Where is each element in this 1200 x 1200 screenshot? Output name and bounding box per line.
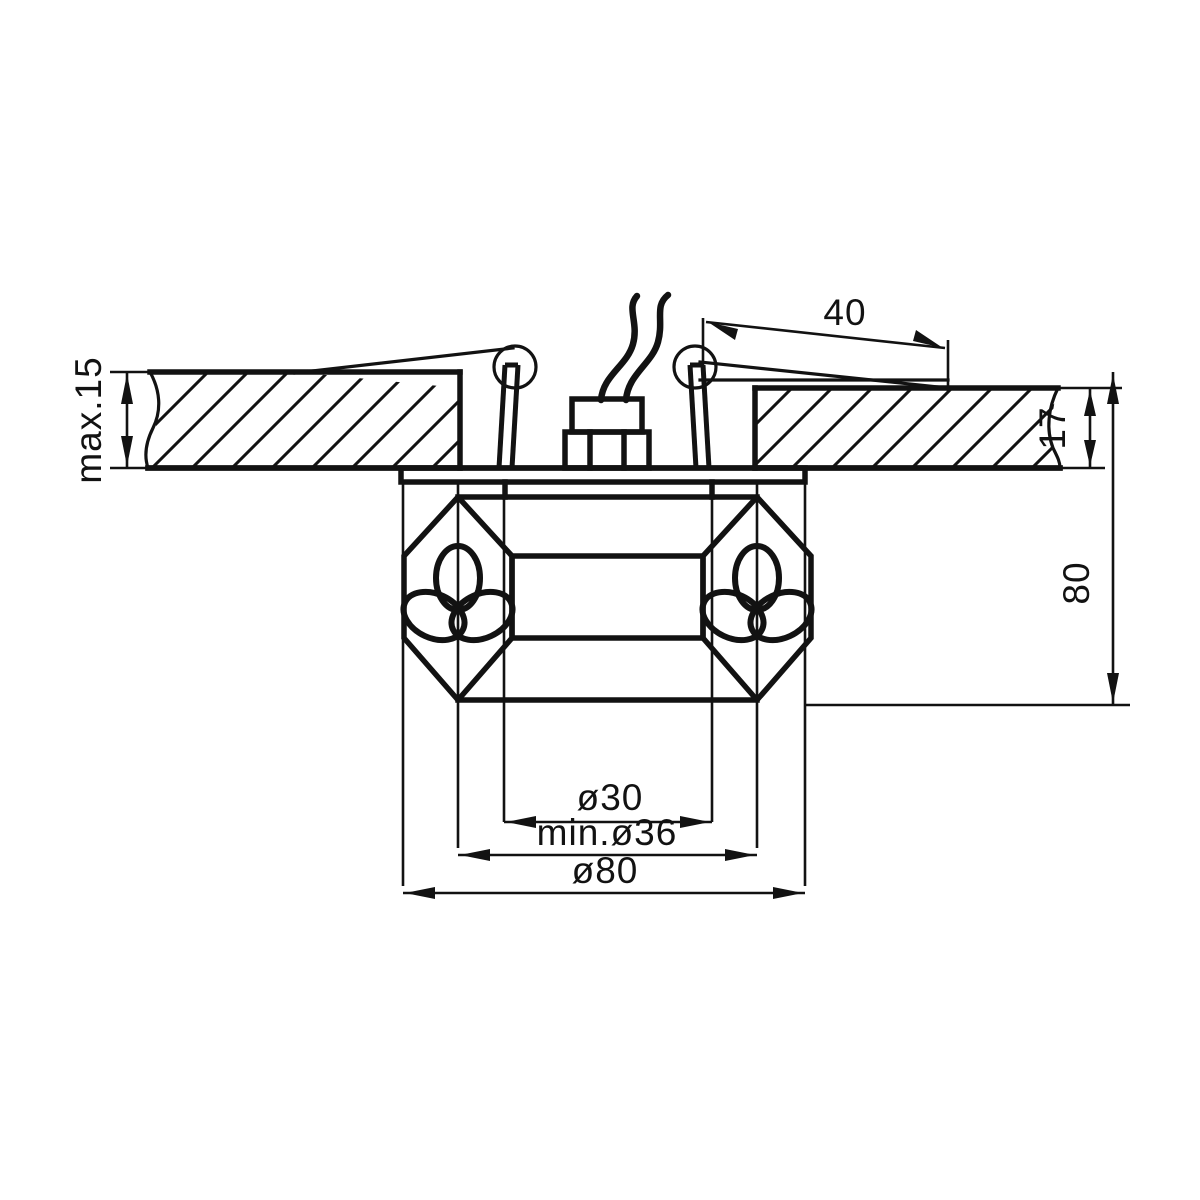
dimension-fixture-height: 80: [805, 372, 1130, 707]
dimension-ceiling-thickness: max.15: [68, 356, 152, 484]
terminal-block: [562, 396, 652, 471]
hatch-pattern-left: [150, 372, 460, 468]
arrow-head-right: [680, 816, 710, 828]
arrow-head-down: [1084, 390, 1096, 416]
arrow-head-left: [708, 322, 738, 340]
hatch-pattern-right: [755, 388, 1058, 468]
spring-clip-right: [672, 344, 950, 469]
arrow-head-right: [913, 330, 943, 348]
spring-clip-left: [293, 344, 538, 469]
arrow-head-right: [773, 887, 803, 899]
dimension-label-aperture-inner: ø30: [577, 777, 644, 818]
arrow-head-up: [1084, 440, 1096, 466]
fixture-front-view: [400, 479, 815, 886]
dimension-label-fixture-height: 80: [1056, 561, 1097, 604]
dimension-label-spring-clip-span: 40: [823, 292, 866, 333]
arrow-head-down: [1107, 374, 1119, 404]
arrow-head-right: [725, 849, 755, 861]
arrow-head-left: [405, 887, 435, 899]
dimension-label-recess-depth: 17: [1032, 406, 1073, 449]
dimension-aperture-inner: ø30: [504, 777, 712, 828]
arrow-head-up: [121, 436, 133, 466]
arrow-head-left: [460, 849, 490, 861]
trefoil-motif-right: [699, 543, 815, 644]
trefoil-motif-left: [400, 543, 516, 644]
dimension-label-ceiling-thickness: max.15: [68, 356, 109, 483]
dimension-label-cutout-min: min.ø36: [537, 812, 678, 853]
supply-wires: [597, 291, 672, 404]
arrow-head-up: [1107, 673, 1119, 703]
dimension-label-outer-diameter: ø80: [572, 850, 639, 891]
arrow-head-left: [506, 816, 536, 828]
dimension-cutout-min: min.ø36: [458, 812, 757, 861]
arrow-head-down: [121, 374, 133, 404]
dimension-spring-clip-span: 40: [701, 292, 950, 392]
dimension-outer-diameter: ø80: [403, 850, 805, 899]
trim-flange-plate: [145, 465, 1063, 485]
